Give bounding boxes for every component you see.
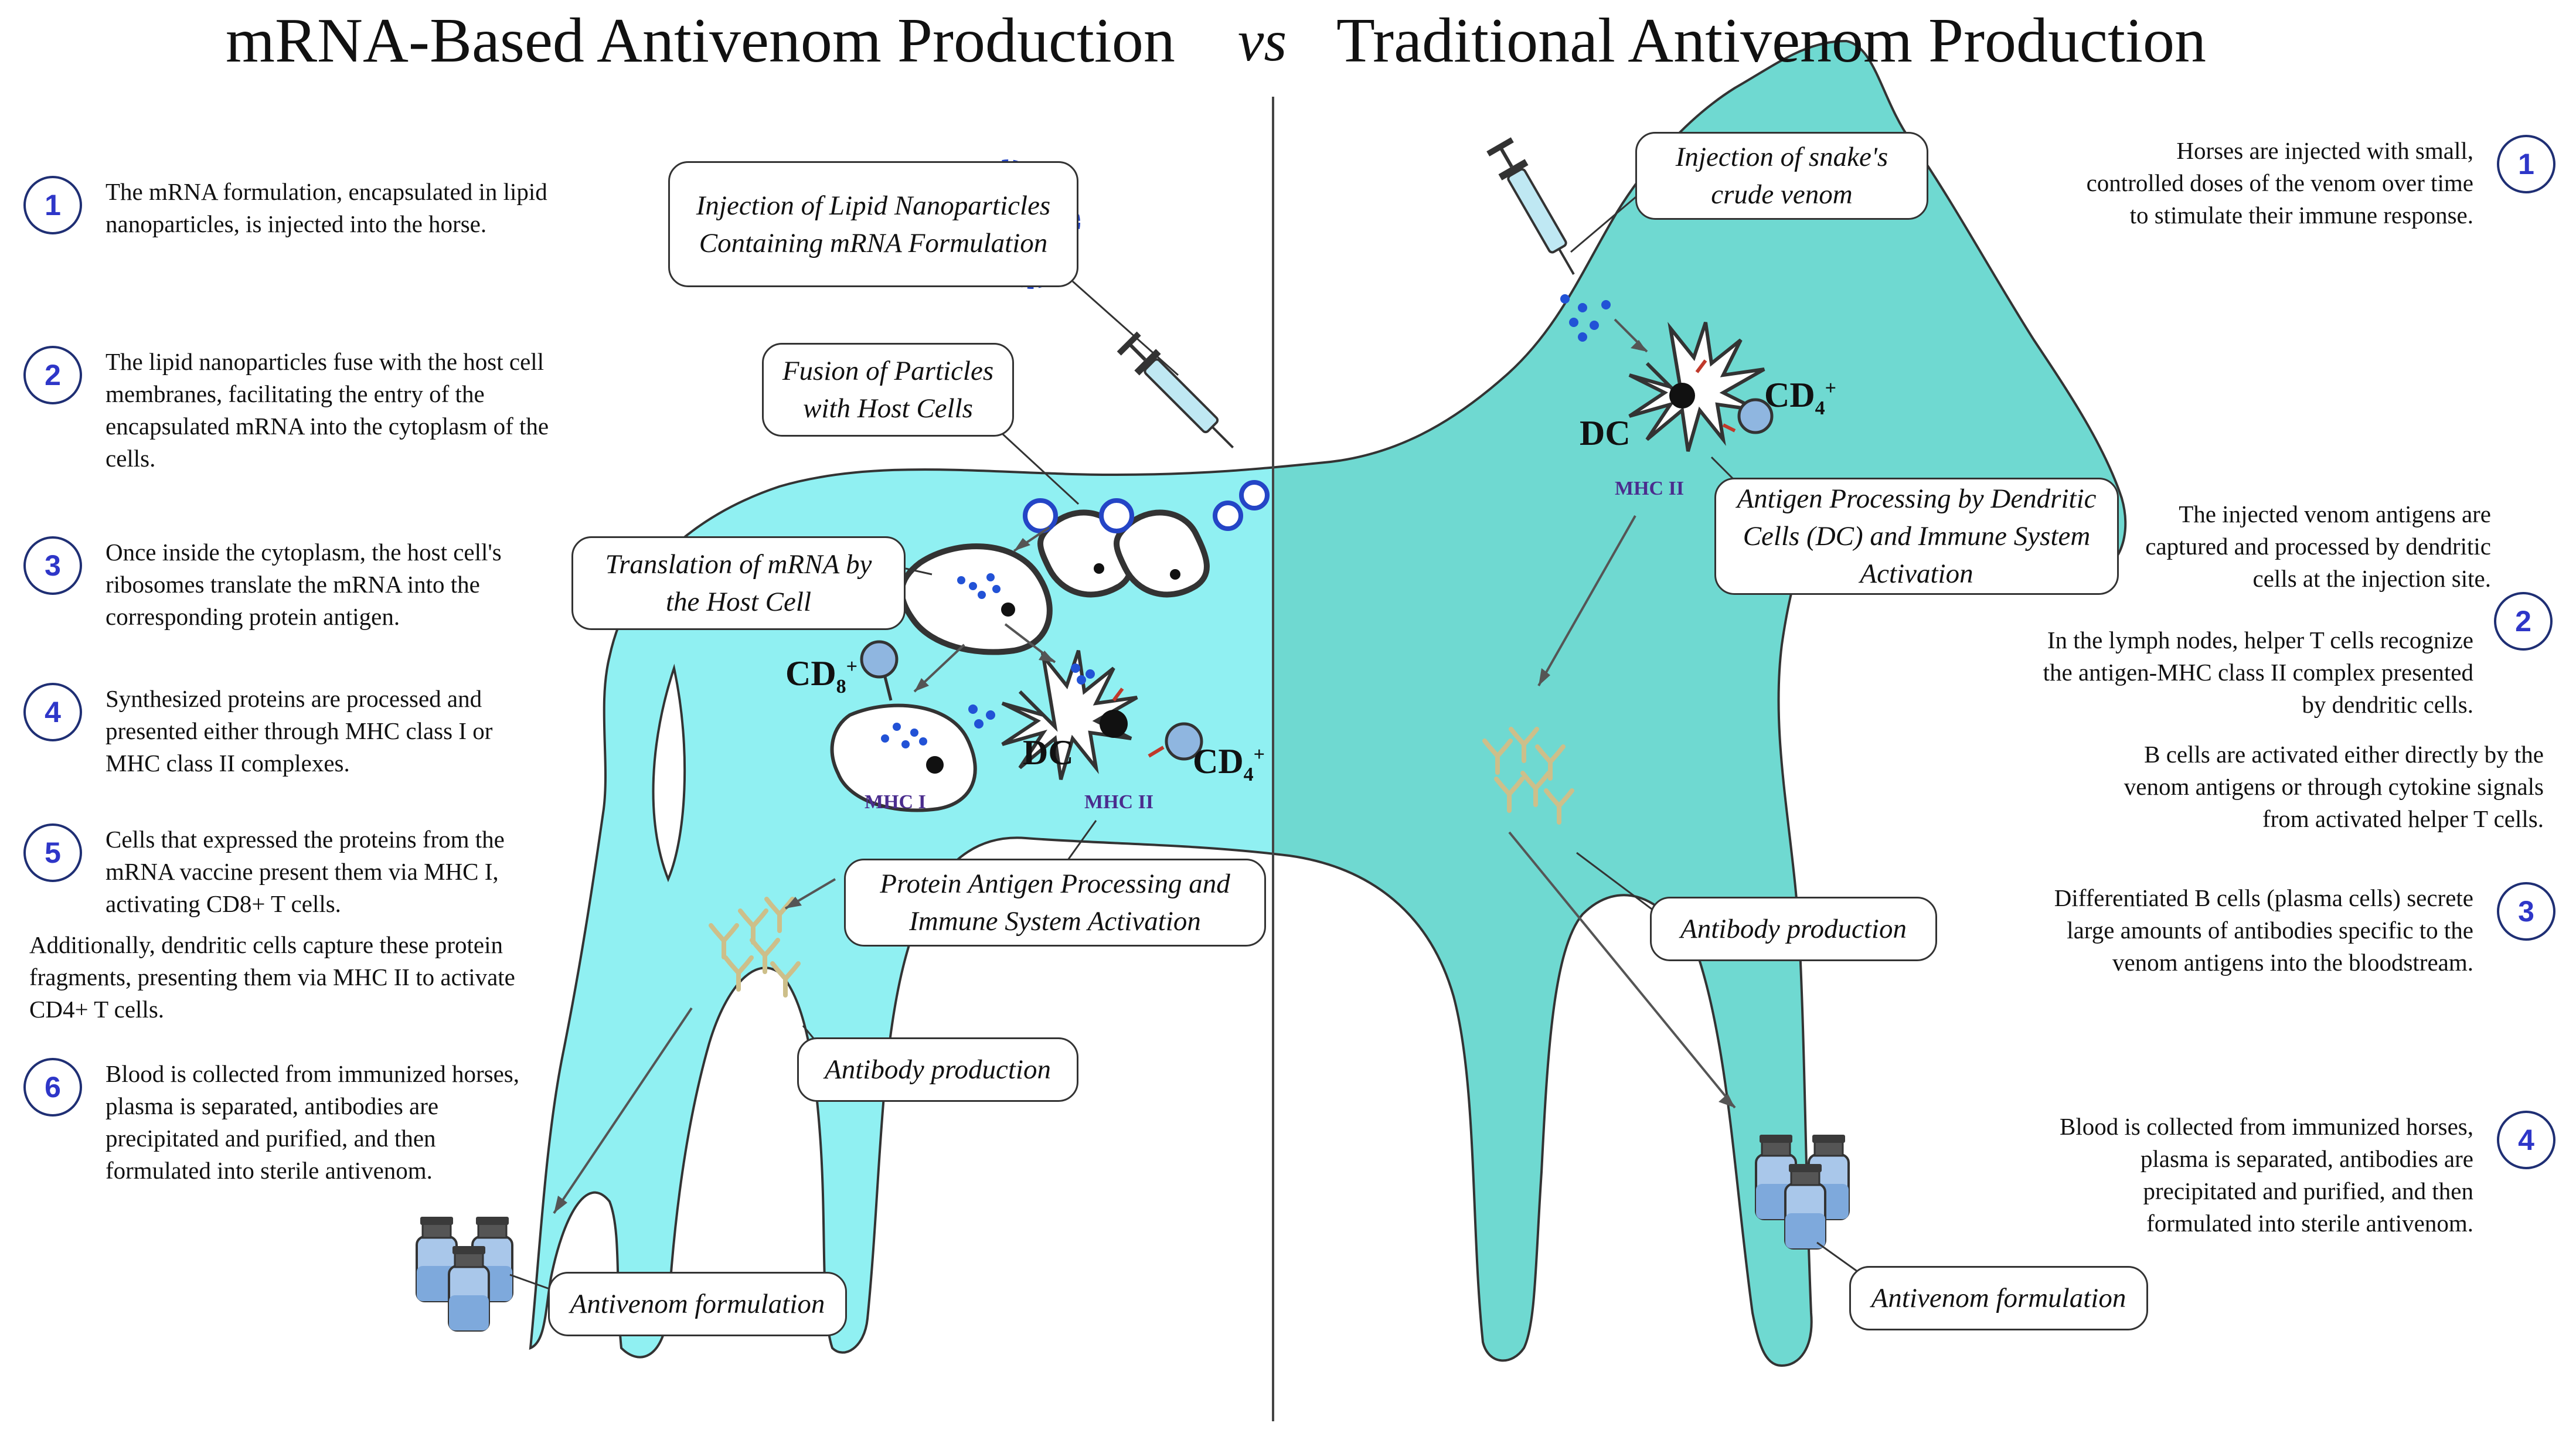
callout-lnp-injection: Injection of Lipid Nanoparticles Contain… [668,161,1078,287]
left-step-4: 4 Synthesized proteins are processed and… [23,683,551,780]
mhc2-right-label: MHC II [1615,478,1685,499]
step-number-badge: 5 [23,823,82,882]
step-number-badge: 6 [23,1058,82,1117]
antigen-dots-left [968,663,1095,729]
syringe-left-icon [1117,331,1234,449]
title-mrna-based: mRNA-Based Antivenom Production [226,6,1175,76]
cd4-left-label: CD4+ [1193,742,1265,785]
horse-tail [652,663,686,883]
callout-left-processing: Protein Antigen Processing and Immune Sy… [844,859,1266,947]
callout-dc-processing: Antigen Processing by Dendritic Cells (D… [1714,478,2119,595]
step-text: Horses are injected with small, controll… [2086,137,2473,229]
dc-left-label: DC [1023,733,1074,772]
step-number-badge: 4 [2497,1111,2555,1169]
step-number-badge: 1 [23,176,82,234]
step-text: Once inside the cytoplasm, the host cell… [106,539,502,630]
callout-left-formulation: Antivenom formulation [548,1272,847,1336]
syringe-right-icon [1486,137,1575,275]
callout-translation: Translation of mRNA by the Host Cell [571,536,906,630]
step-number-badge: 1 [2497,135,2555,193]
right-step-2-number: 2 [2494,592,2553,651]
callout-venom-injection: Injection of snake's crude venom [1635,132,1928,220]
right-step-1: 1 Horses are injected with small, contro… [2075,135,2555,232]
step-number-badge: 4 [23,683,82,741]
cd4-right-label: CD4+ [1764,376,1837,419]
arrowheads-right [1539,340,1735,1108]
right-helper-t-note: In the lymph nodes, helper T cells recog… [2043,627,2473,718]
step-text: Differentiated B cells (plasma cells) se… [2054,884,2473,976]
mhc2-left-label: MHC II [1084,791,1154,813]
step-text: Synthesized proteins are processed and p… [106,685,493,777]
step-text: Cells that expressed the proteins from t… [106,826,505,917]
step-text: The mRNA formulation, encapsulated in li… [106,178,547,237]
left-dendritic-note: Additionally, dendritic cells capture th… [29,931,515,1023]
dendritic-cell-right-icon [1628,322,1774,452]
step-number-badge: 3 [2497,882,2555,941]
callout-right-formulation: Antivenom formulation [1849,1266,2148,1330]
left-step-2: 2 The lipid nanoparticles fuse with the … [23,346,551,475]
step-number-badge: 2 [23,346,82,404]
left-step-3: 3 Once inside the cytoplasm, the host ce… [23,536,551,633]
step-text: The lipid nanoparticles fuse with the ho… [106,348,549,472]
mhc1-cell-icon [830,640,977,812]
callout-left-antibody: Antibody production [797,1037,1078,1102]
step-number-badge: 3 [23,536,82,595]
right-step-4: 4 Blood is collected from immunized hors… [2034,1111,2555,1240]
dc-right-label: DC [1580,414,1631,452]
right-step-3: 3 Differentiated B cells (plasma cells) … [2051,882,2555,979]
step-text: Blood is collected from immunized horses… [106,1060,519,1184]
venom-dots-icon [1560,294,1611,342]
arrowheads-left [554,538,1055,1213]
callout-fusion: Fusion of Particles with Host Cells [762,343,1014,437]
left-step-5: 5 Cells that expressed the proteins from… [23,823,551,920]
host-cell-fusion-icon [1023,498,1210,598]
lnp-entry-icon [1213,480,1270,531]
mhc1-label: MHC I [865,791,926,813]
left-step-1: 1 The mRNA formulation, encapsulated in … [23,176,551,240]
title-vs: vs [1238,8,1287,73]
title-traditional: Traditional Antivenom Production [1336,6,2206,76]
right-b-cell-note: B cells are activated either directly by… [2124,741,2544,832]
translating-cell-icon [899,543,1053,655]
right-step-2-intro: The injected venom antigens are captured… [2145,501,2491,592]
vials-left-icon [416,1216,513,1332]
cd8-label: CD8+ [785,654,858,697]
step-text: Blood is collected from immunized horses… [2060,1113,2473,1237]
horse-right-half [1273,39,2127,1367]
callout-right-antibody: Antibody production [1650,897,1937,961]
left-step-6: 6 Blood is collected from immunized hors… [23,1058,539,1187]
